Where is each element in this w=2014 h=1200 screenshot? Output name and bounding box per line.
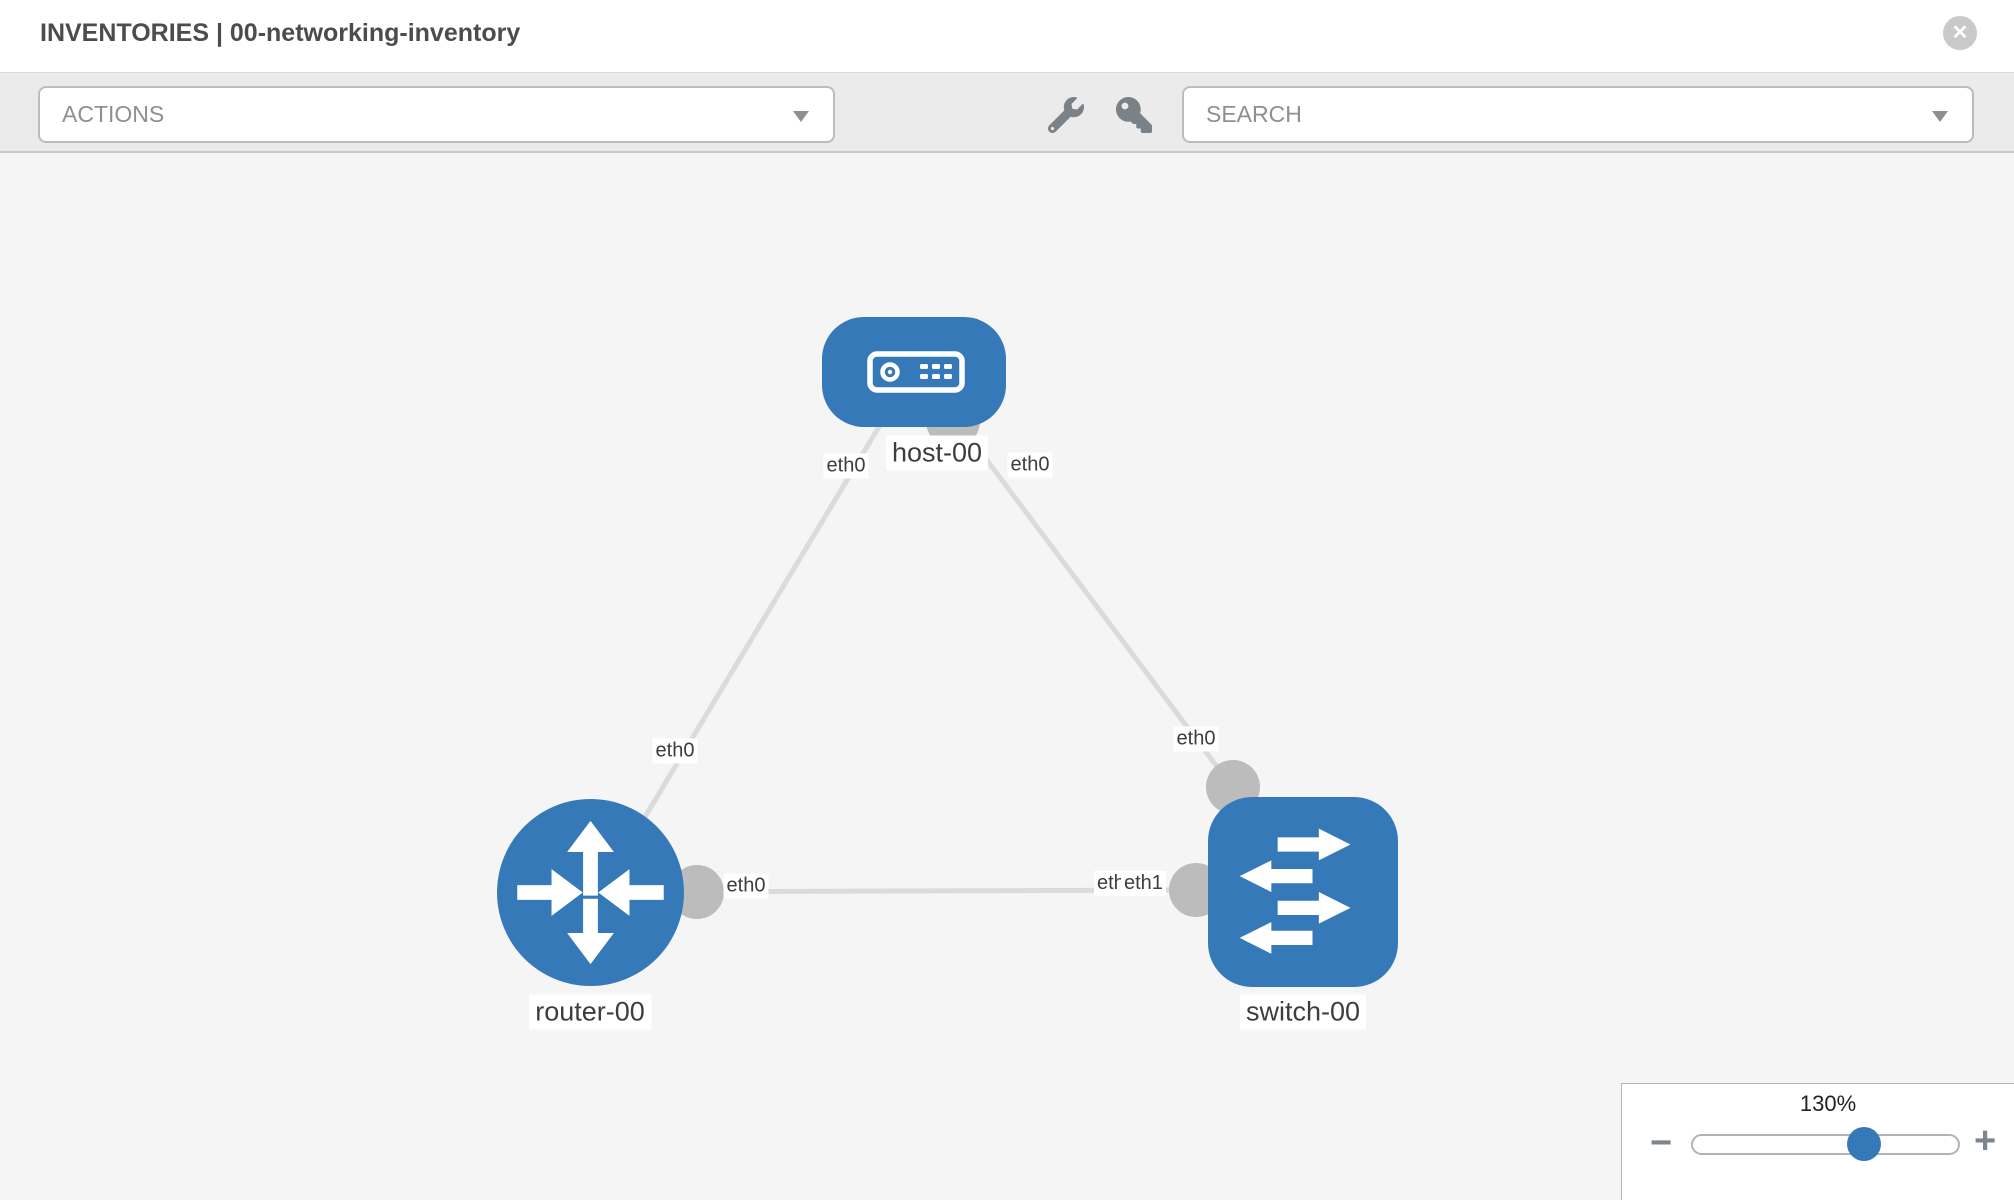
if-label-router-eth0-to-switch: eth0 (723, 873, 769, 899)
zoom-level: 130% (1799, 1091, 1857, 1116)
key-icon[interactable] (1116, 97, 1152, 133)
node-label-switch-00: switch-00 (1239, 994, 1367, 1030)
router-arrows-icon (517, 820, 664, 965)
link-host-router (597, 413, 889, 894)
port-dot-router (670, 865, 724, 919)
node-switch-00[interactable] (1208, 797, 1398, 987)
node-label-router-00: router-00 (529, 994, 651, 1030)
chevron-down-icon (793, 111, 809, 122)
if-label-switch-eth0-uplink: eth0 (1173, 726, 1219, 752)
minus-icon: − (1650, 1122, 1673, 1164)
if-label-host-eth0-to-switch: eth0 (1007, 452, 1053, 478)
node-router-00[interactable] (497, 799, 684, 986)
zoom-panel: 130% − + (1621, 1083, 2014, 1200)
zoom-in-button[interactable]: + (1974, 1122, 1996, 1160)
node-host-00[interactable] (822, 317, 1006, 427)
toolbar: ACTIONS SEARCH (0, 72, 2014, 153)
links-layer (597, 394, 1260, 919)
link-host-switch (951, 413, 1235, 790)
zoom-slider-thumb[interactable] (1847, 1127, 1881, 1161)
actions-dropdown[interactable]: ACTIONS (38, 86, 835, 143)
zoom-out-button[interactable]: − (1650, 1124, 1672, 1162)
topology-canvas[interactable]: host-00 router-00 switch-00 eth0 eth0 et… (0, 153, 2014, 1200)
actions-dropdown-label: ACTIONS (62, 101, 165, 127)
close-button[interactable]: ✕ (1943, 16, 1977, 50)
switch-arrows-icon (1239, 828, 1351, 954)
server-icon (867, 351, 965, 393)
if-label-host-eth0-to-router: eth0 (823, 453, 869, 479)
if-label-router-eth0-uplink: eth0 (652, 738, 698, 764)
close-icon: ✕ (1951, 22, 1969, 44)
search-dropdown-label: SEARCH (1206, 101, 1302, 127)
chevron-down-icon (1932, 111, 1948, 122)
wrench-icon[interactable] (1047, 97, 1084, 134)
if-label-switch-eth1: eth1 (1121, 871, 1166, 896)
search-dropdown[interactable]: SEARCH (1182, 86, 1974, 143)
plus-icon: + (1974, 1120, 1997, 1162)
header: INVENTORIES | 00-networking-inventory ✕ (0, 0, 2014, 72)
page-title: INVENTORIES | 00-networking-inventory (40, 19, 521, 47)
node-label-host-00: host-00 (885, 435, 989, 471)
zoom-slider-track[interactable] (1691, 1134, 1960, 1155)
